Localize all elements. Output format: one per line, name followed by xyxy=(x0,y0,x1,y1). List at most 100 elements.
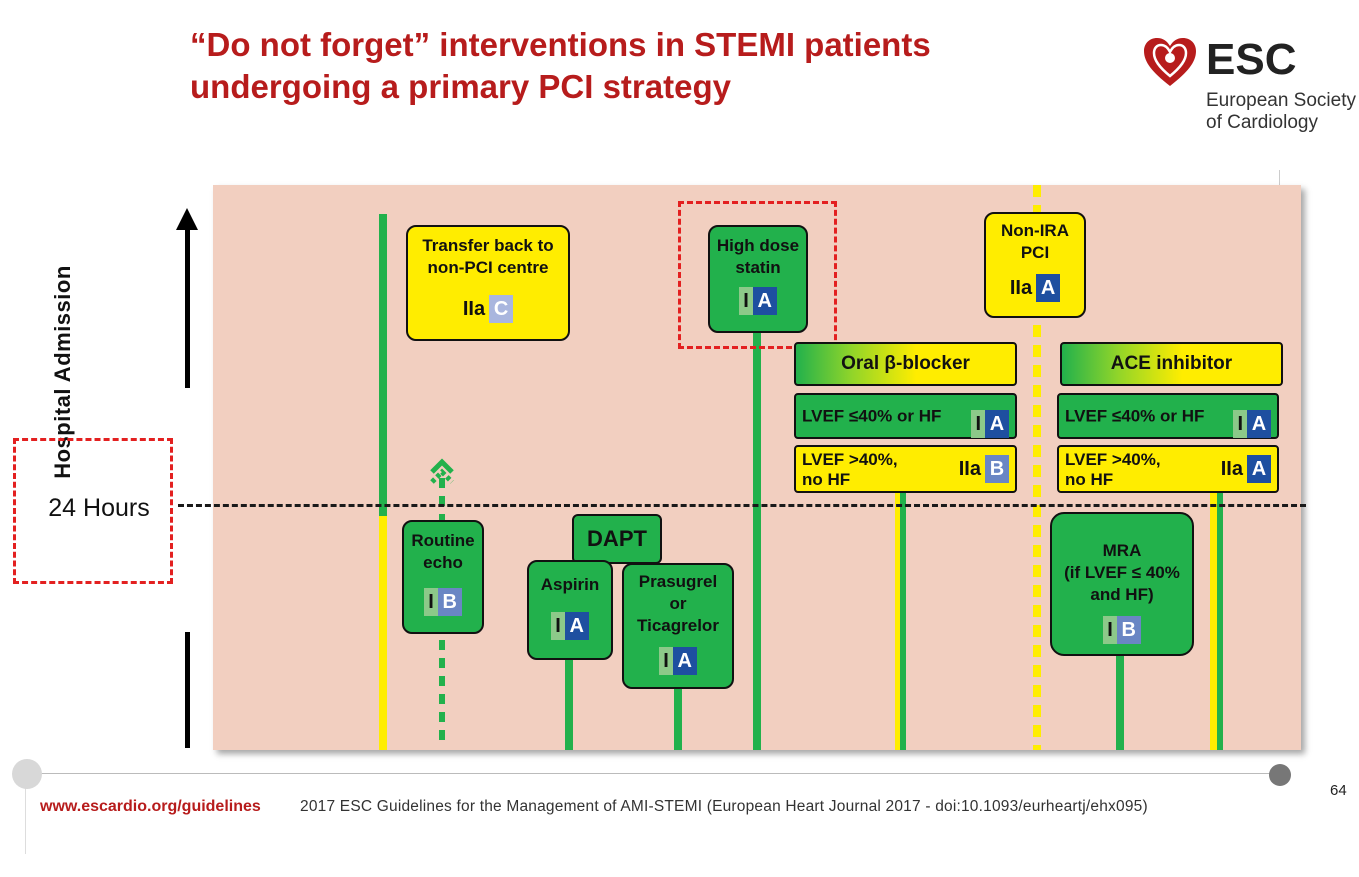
beta-row2-level: B xyxy=(985,455,1009,483)
aspirin-class: I xyxy=(551,612,565,640)
transfer-level: C xyxy=(489,295,514,323)
dapt-box: DAPT xyxy=(572,514,662,564)
slide-title: “Do not forget” interventions in STEMI p… xyxy=(190,24,1090,108)
axis-line-top xyxy=(185,226,190,388)
ace-row1-level: A xyxy=(1247,409,1271,438)
prasugrel-class: I xyxy=(659,647,673,675)
aspirin-label: Aspirin xyxy=(540,575,600,594)
transfer-class: IIa xyxy=(462,298,486,320)
logo-sub-line1: European Society xyxy=(1206,90,1356,111)
slide-dot-left xyxy=(12,759,42,789)
non-ira-level: A xyxy=(1036,274,1061,302)
slide-title-line2: undergoing a primary PCI strategy xyxy=(190,68,731,105)
transfer-line-green xyxy=(379,214,387,516)
echo-class: I xyxy=(424,588,438,616)
prasugrel-line2: or xyxy=(669,594,687,613)
beta-row2-line1: LVEF >40%, xyxy=(802,450,898,469)
panel-edge-line xyxy=(1279,170,1280,190)
axis-arrow-icon xyxy=(176,208,198,230)
ace-row2-level: A xyxy=(1247,455,1271,483)
beta-row2-line2: no HF xyxy=(802,470,851,489)
hours-highlight-box xyxy=(13,438,173,584)
prasugrel-line xyxy=(674,685,682,750)
transfer-line2: non-PCI centre xyxy=(427,258,549,277)
mra-line3: and HF) xyxy=(1090,585,1154,604)
non-ira-line2: PCI xyxy=(1020,243,1050,262)
ace-line-yellow xyxy=(1210,490,1218,750)
footer-divider xyxy=(25,773,1280,774)
beta-blocker-box: Oral β-blocker xyxy=(794,342,1017,386)
statin-line1: High dose xyxy=(716,236,800,255)
chevron-up-icon xyxy=(430,458,454,484)
footer-left-edge xyxy=(25,774,26,854)
logo-name: ESC xyxy=(1206,35,1297,84)
statin-line xyxy=(753,330,761,750)
beta-row1-level: A xyxy=(985,409,1009,438)
24-hour-line xyxy=(178,504,1306,507)
page-number: 64 xyxy=(1330,782,1347,799)
echo-level: B xyxy=(437,588,462,616)
mra-line2: (if LVEF ≤ 40% xyxy=(1064,563,1180,582)
ace-row1-class: I xyxy=(1233,409,1247,438)
prasugrel-line1: Prasugrel xyxy=(638,572,718,591)
aspirin-level: A xyxy=(564,612,589,640)
beta-line-green xyxy=(900,490,906,750)
transfer-line-yellow xyxy=(379,516,387,750)
ace-row1-text: LVEF ≤40% or HF xyxy=(1065,406,1205,426)
ace-row2-class: IIa xyxy=(1220,458,1243,480)
statin-class: I xyxy=(739,287,753,315)
mra-line xyxy=(1116,650,1124,750)
prasugrel-level: A xyxy=(672,647,697,675)
echo-line1: Routine xyxy=(411,531,475,550)
ace-line-green xyxy=(1217,490,1223,750)
beta-row1-text: LVEF ≤40% or HF xyxy=(802,406,942,426)
ace-inhibitor-box: ACE inhibitor xyxy=(1060,342,1283,386)
footer-reference: 2017 ESC Guidelines for the Management o… xyxy=(300,798,1148,815)
heart-logo-icon xyxy=(1144,38,1196,86)
non-ira-dashed-line xyxy=(1033,185,1041,750)
aspirin-line xyxy=(565,655,573,750)
ace-row2-line1: LVEF >40%, xyxy=(1065,450,1161,469)
echo-line2: echo xyxy=(423,553,463,572)
prasugrel-line3: Ticagrelor xyxy=(637,616,719,635)
statin-line2: statin xyxy=(735,258,781,277)
statin-level: A xyxy=(752,287,777,315)
transfer-line1: Transfer back to xyxy=(422,236,554,255)
beta-row1-class: I xyxy=(971,409,985,438)
mra-class: I xyxy=(1103,616,1117,644)
mra-level: B xyxy=(1116,616,1141,644)
logo-subtitle: European Society of Cardiology xyxy=(1206,90,1356,134)
slide-dot-right xyxy=(1269,764,1291,786)
beta-row2-class: IIa xyxy=(958,458,981,480)
beta-line-yellow xyxy=(895,490,903,750)
non-ira-line1: Non-IRA xyxy=(1001,221,1069,240)
non-ira-class: IIa xyxy=(1009,277,1033,299)
logo-sub-line2: of Cardiology xyxy=(1206,112,1318,133)
footer-url: www.escardio.org/guidelines xyxy=(40,798,261,815)
ace-row2-line2: no HF xyxy=(1065,470,1114,489)
mra-line1: MRA xyxy=(1102,541,1142,560)
hours-label: 24 Hours xyxy=(48,494,150,522)
statin-highlight-box xyxy=(678,201,837,349)
